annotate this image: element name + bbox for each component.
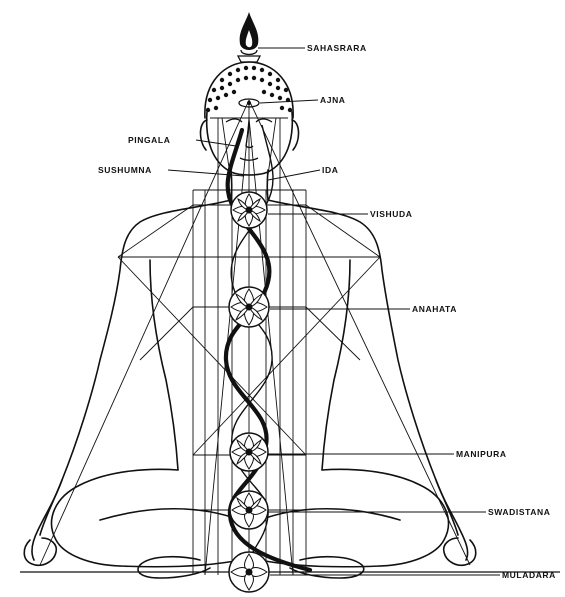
label-manipura: MANIPURA	[456, 449, 507, 459]
label-sahasrara: SAHASRARA	[307, 43, 367, 53]
crown-flame-icon	[238, 12, 260, 62]
muladara-lotus-icon	[229, 552, 269, 592]
label-swadistana: SWADISTANA	[488, 507, 551, 517]
label-sushumna: SUSHUMNA	[98, 165, 152, 175]
label-pingala: PINGALA	[128, 135, 170, 145]
vishuda-lotus-icon	[231, 192, 267, 228]
swadistana-lotus-icon	[230, 491, 268, 529]
labels: SAHASRARA AJNA PINGALA SUSHUMNA IDA VISH…	[98, 43, 556, 580]
label-vishuda: VISHUDA	[370, 209, 412, 219]
ajna-pupil	[247, 101, 251, 105]
label-ida: IDA	[322, 165, 338, 175]
label-anahata: ANAHATA	[412, 304, 457, 314]
label-ajna: AJNA	[320, 95, 346, 105]
label-muladara: MULADARA	[502, 570, 556, 580]
anahata-lotus-icon	[229, 287, 269, 327]
manipura-lotus-icon	[230, 433, 268, 471]
